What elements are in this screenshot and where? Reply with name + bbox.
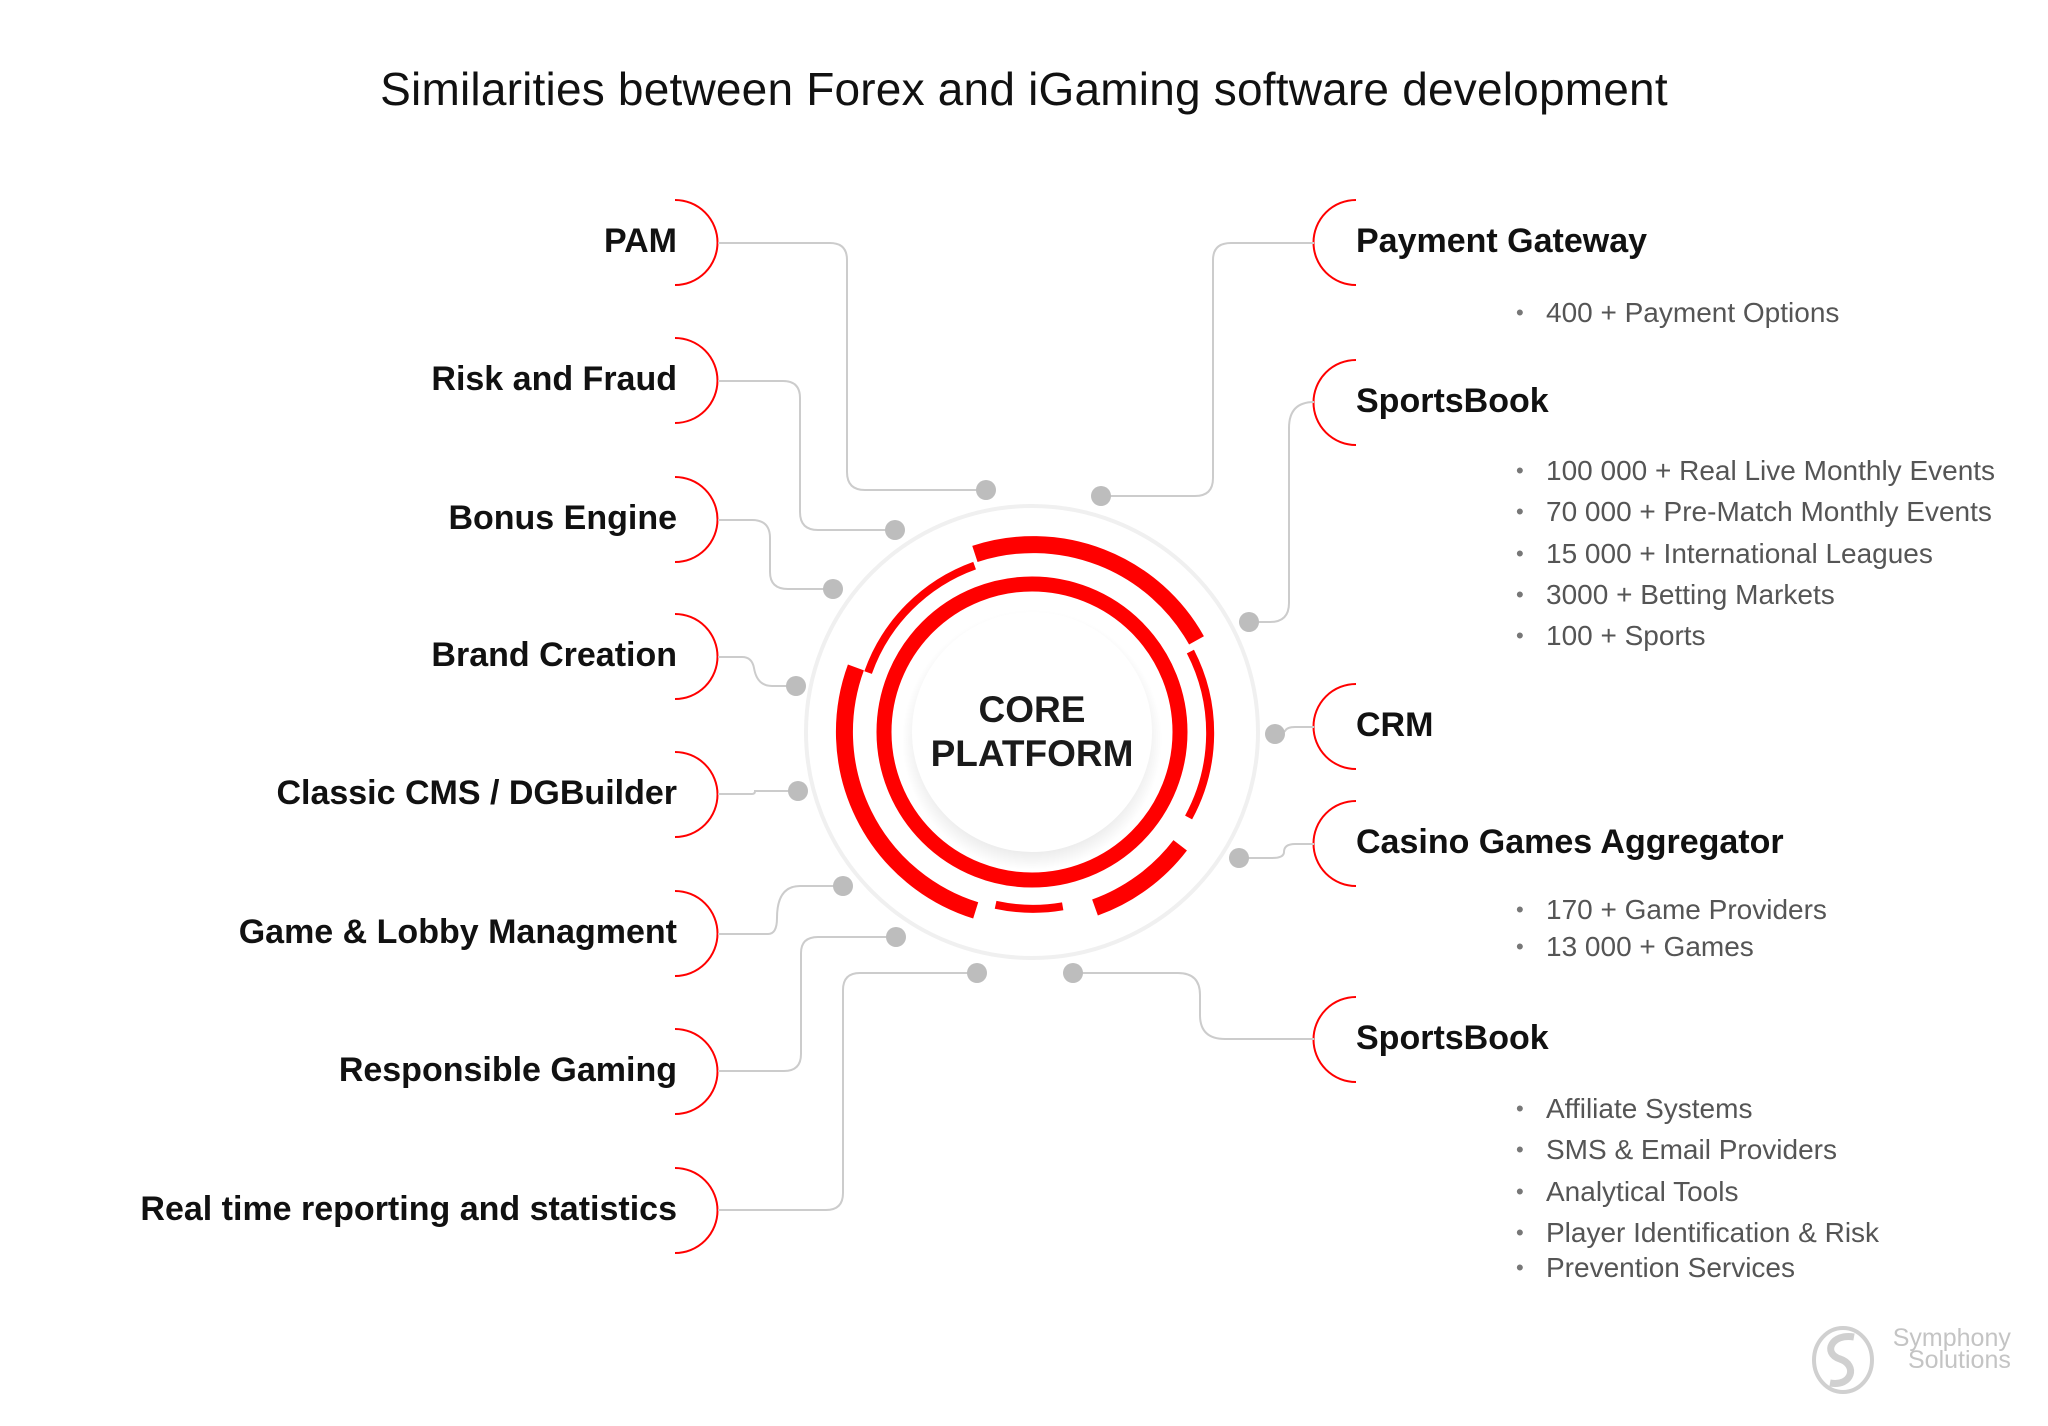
left-box-responsible: [90, 1028, 719, 1115]
left-item-game-lobby: Game & Lobby Managment: [238, 913, 677, 951]
connector-brand: [718, 656, 796, 687]
left-item-realtime-reporting: Real time reporting and statistics: [140, 1190, 677, 1228]
bullet-dot-icon: •: [1516, 1219, 1524, 1245]
left-item-brand-creation: Brand Creation: [431, 636, 677, 674]
bullet-item: •Player Identification & Risk: [1516, 1215, 1879, 1251]
left-item-pam: PAM: [603, 222, 677, 260]
sportsbook-bullets: •100 000 + Real Live Monthly Events •70 …: [1516, 450, 1995, 656]
right-item-casino-games-aggregator: Casino Games Aggregator: [1356, 823, 1784, 861]
bullet-item: •3000 + Betting Markets: [1516, 574, 1995, 615]
bullet-dot-icon: •: [1516, 300, 1524, 325]
right-item-sportsbook-2: SportsBook: [1356, 1019, 1549, 1057]
left-box-pam: [90, 199, 719, 286]
bullet-item: •70 000 + Pre-Match Monthly Events: [1516, 491, 1995, 532]
bullet-item: •100 + Sports: [1516, 615, 1995, 656]
connector-sportsbook-2: [1073, 972, 1314, 1040]
symphony-swirl-icon: [1812, 1326, 1874, 1394]
page-title: Similarities between Forex and iGaming s…: [380, 63, 1668, 115]
connector-reporting: [718, 972, 977, 1211]
bullet-item: •15 000 + International Leagues: [1516, 533, 1995, 574]
bullet-item: •SMS & Email Providers: [1516, 1129, 1879, 1170]
left-box-lobby: [90, 890, 719, 977]
node-dot: [1091, 486, 1111, 506]
node-dot: [1229, 848, 1249, 868]
right-item-payment-gateway: Payment Gateway: [1356, 222, 1648, 260]
core-disc: [912, 612, 1152, 852]
connector-payment: [1101, 242, 1314, 497]
node-dot: [823, 579, 843, 599]
node-dot: [967, 963, 987, 983]
casino-bullets: •170 + Game Providers •13 000 + Games: [1516, 891, 1827, 965]
node-dot: [788, 781, 808, 801]
node-dot: [885, 520, 905, 540]
bullet-dot-icon: •: [1516, 1096, 1524, 1121]
connector-lobby: [718, 885, 843, 935]
node-dot: [833, 876, 853, 896]
inner-ring: [876, 576, 1188, 888]
bullet-item: •100 000 + Real Live Monthly Events: [1516, 450, 1995, 491]
left-box-reporting: [90, 1167, 719, 1254]
bullet-item: •Prevention Services: [1516, 1251, 1796, 1283]
connectors: [718, 242, 1315, 1211]
left-item-classic-cms: Classic CMS / DGBuilder: [276, 774, 677, 812]
logo-text: Symphony Solutions: [1892, 1324, 2011, 1374]
connector-nodes: [786, 480, 1285, 983]
left-item-responsible-gaming: Responsible Gaming: [338, 1051, 677, 1089]
bullet-item: •400 + Payment Options: [1516, 292, 1839, 334]
bullet-dot-icon: •: [1516, 1137, 1524, 1163]
bullet-dot-icon: •: [1516, 1254, 1524, 1280]
bullet-dot-icon: •: [1516, 458, 1524, 483]
connector-risk: [718, 380, 895, 531]
right-item-sportsbook: SportsBook: [1356, 382, 1549, 420]
payment-gateway-bullets: •400 + Payment Options: [1516, 292, 1839, 334]
core-line-2: PLATFORM: [930, 733, 1134, 774]
left-item-risk-and-fraud: Risk and Fraud: [431, 360, 677, 398]
bullet-dot-icon: •: [1516, 934, 1524, 959]
bullet-dot-icon: •: [1516, 1178, 1524, 1204]
bullet-dot-icon: •: [1516, 499, 1524, 525]
node-dot: [1239, 612, 1259, 632]
left-box-risk: [90, 337, 719, 424]
symphony-solutions-logo: Symphony Solutions: [1810, 1325, 2020, 1395]
node-dot: [786, 676, 806, 696]
connector-responsible: [718, 936, 896, 1072]
node-dot: [886, 927, 906, 947]
connector-cms: [718, 790, 798, 795]
bullet-dot-icon: •: [1516, 581, 1524, 607]
left-item-bonus-engine: Bonus Engine: [448, 499, 677, 537]
bullet-item: •13 000 + Games: [1516, 928, 1827, 965]
core-platform-graphic: [804, 504, 1260, 960]
outer-ring-segments: [835, 536, 1215, 919]
connector-bonus: [718, 519, 833, 590]
left-box-brand: [90, 613, 719, 700]
node-dot: [976, 480, 996, 500]
node-dot: [1063, 963, 1083, 983]
bullet-item: •Analytical Tools: [1516, 1171, 1879, 1212]
bullet-item: •Affiliate Systems: [1516, 1088, 1879, 1129]
connector-casino: [1239, 843, 1314, 859]
bullet-dot-icon: •: [1516, 897, 1524, 922]
core-line-1: CORE: [978, 689, 1086, 730]
connector-pam: [718, 242, 986, 491]
node-dot: [1265, 724, 1285, 744]
bullet-dot-icon: •: [1516, 540, 1524, 566]
right-item-crm: CRM: [1356, 706, 1434, 744]
core-platform-label: CORE PLATFORM: [912, 688, 1152, 776]
bullet-dot-icon: •: [1516, 623, 1524, 649]
left-box-cms: [90, 751, 719, 838]
bullet-item: •170 + Game Providers: [1516, 891, 1827, 928]
connector-sportsbook: [1249, 401, 1315, 623]
left-boxes: [90, 199, 719, 1254]
left-box-bonus: [90, 476, 719, 563]
sportsbook-2-bullets: •Affiliate Systems •SMS & Email Provider…: [1516, 1088, 1879, 1285]
